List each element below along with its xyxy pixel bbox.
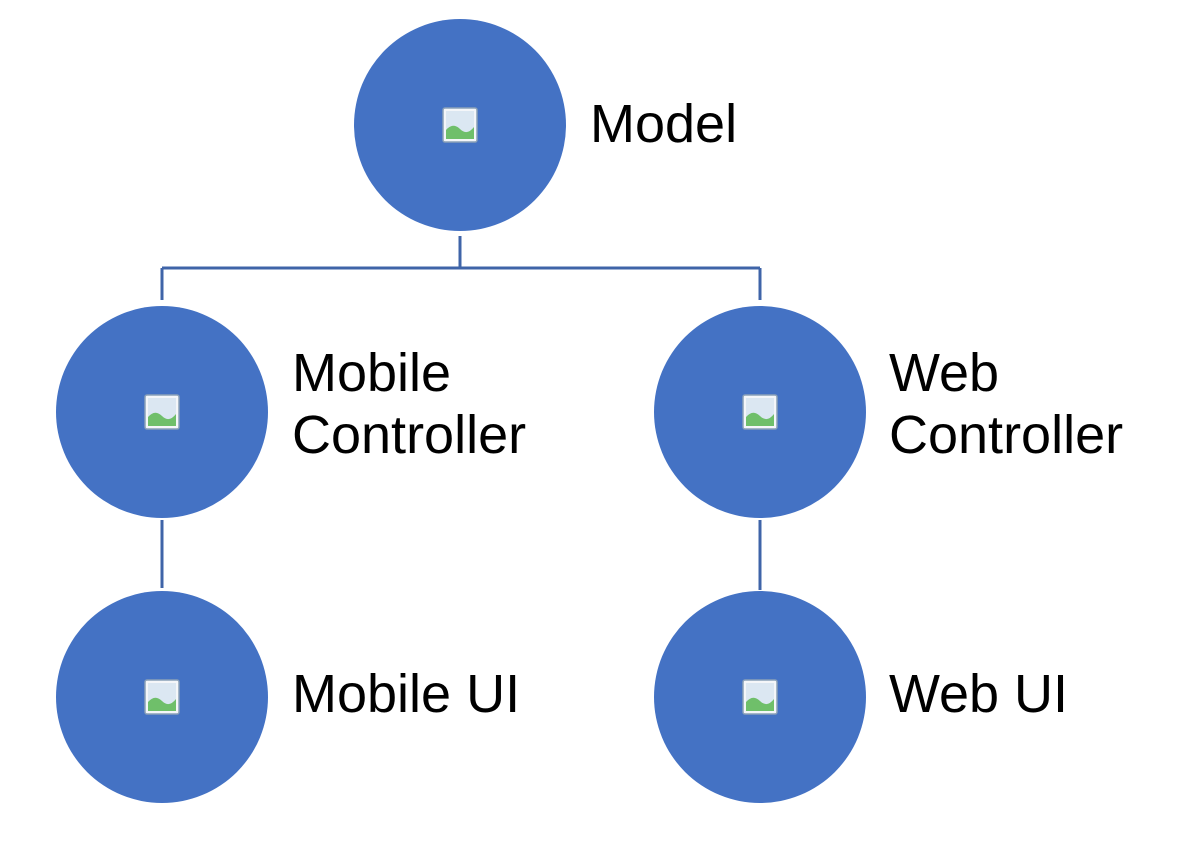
label-mobile-ui: Mobile UI [292,663,520,725]
image-placeholder-icon [442,107,478,143]
label-mobile-controller: Mobile Controller [292,342,526,466]
image-placeholder-icon [144,394,180,430]
image-placeholder-icon [742,679,778,715]
node-mobile-controller[interactable] [56,306,268,518]
label-web-controller: Web Controller [889,342,1123,466]
label-web-ui: Web UI [889,663,1068,725]
label-model: Model [590,93,737,155]
label-line: Web [889,343,1000,403]
node-web-ui[interactable] [654,591,866,803]
label-line: Mobile [292,343,452,403]
connector-model-to-controllers [160,236,762,300]
label-line: Web UI [889,664,1069,724]
image-placeholder-icon [742,394,778,430]
label-line: Controller [292,405,527,465]
node-model[interactable] [354,19,566,231]
label-line: Mobile UI [292,664,521,724]
image-placeholder-icon [144,679,180,715]
label-line: Controller [889,405,1124,465]
node-mobile-ui[interactable] [56,591,268,803]
label-line: Model [590,94,738,154]
node-web-controller[interactable] [654,306,866,518]
